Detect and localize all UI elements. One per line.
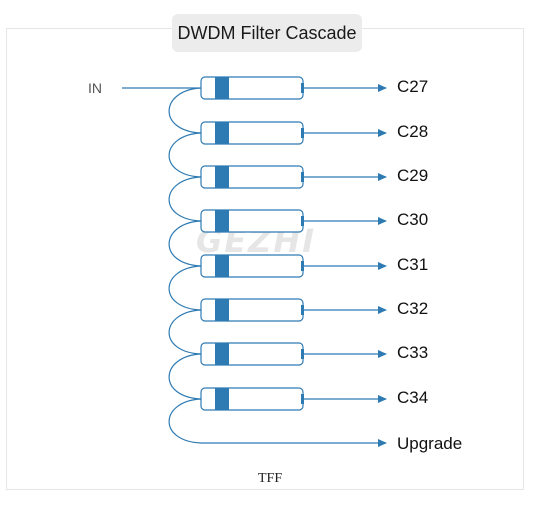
- filter-port-c33: [301, 349, 304, 359]
- loop-connector: [168, 398, 202, 444]
- filter-port-c30: [301, 216, 304, 226]
- channel-label-c30: C30: [397, 210, 429, 229]
- loop-connector: [168, 353, 202, 400]
- filter-port-c27: [301, 83, 304, 93]
- filter-port-c34: [301, 394, 304, 404]
- input-label: IN: [88, 80, 102, 96]
- diagram-title: DWDM Filter Cascade: [172, 14, 362, 52]
- channel-label-c28: C28: [397, 122, 429, 141]
- filter-element-c33: [215, 343, 229, 365]
- filter-element-c29: [215, 166, 229, 188]
- channel-label-c27: C27: [397, 77, 429, 96]
- filter-element-c27: [215, 77, 229, 99]
- upgrade-label: Upgrade: [397, 434, 463, 453]
- channel-label-c33: C33: [397, 343, 429, 362]
- loop-connector: [168, 309, 202, 355]
- channel-label-c31: C31: [397, 255, 429, 274]
- loop-connector: [168, 132, 202, 178]
- channel-label-c32: C32: [397, 299, 429, 318]
- filter-element-c34: [215, 388, 229, 410]
- filter-port-c32: [301, 305, 304, 315]
- channel-label-c29: C29: [397, 166, 429, 185]
- filter-element-c31: [215, 255, 229, 277]
- tff-label: TFF: [258, 471, 283, 486]
- filter-element-c28: [215, 122, 229, 144]
- loop-connector: [168, 87, 202, 134]
- channel-label-c34: C34: [397, 388, 429, 407]
- cascade-group: [122, 76, 387, 447]
- loop-connector: [168, 265, 202, 311]
- filter-port-c31: [301, 261, 304, 271]
- filter-port-c29: [301, 172, 304, 182]
- loop-connector: [168, 176, 202, 222]
- loop-connector: [168, 220, 202, 267]
- filter-port-c28: [301, 128, 304, 138]
- filter-element-c30: [215, 210, 229, 232]
- filter-element-c32: [215, 299, 229, 321]
